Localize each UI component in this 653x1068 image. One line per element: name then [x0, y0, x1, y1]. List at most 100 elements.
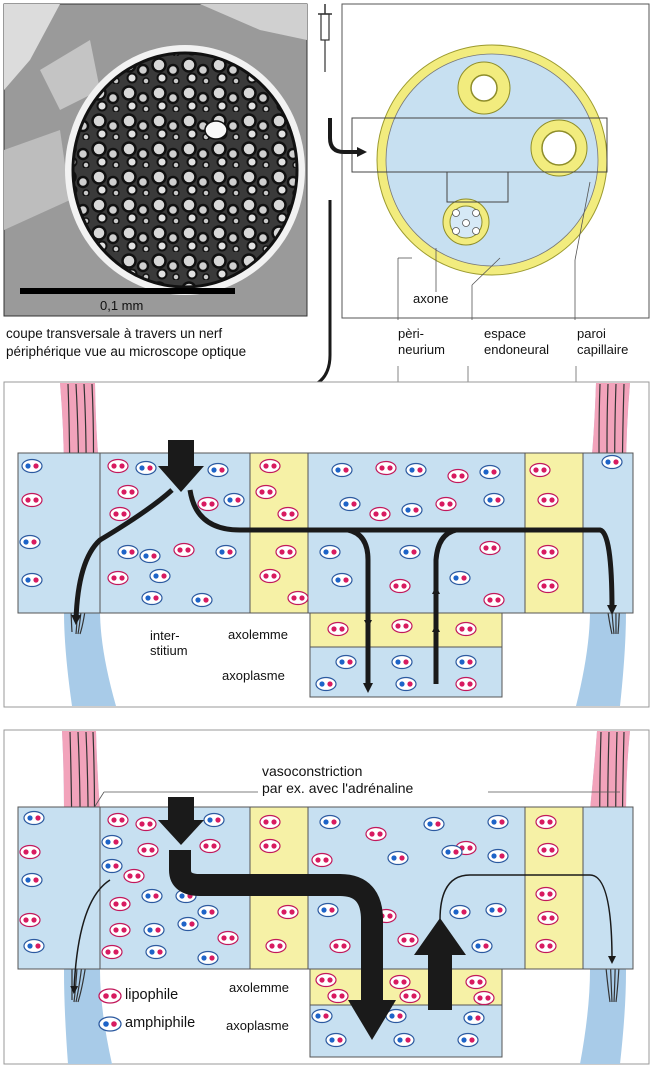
- amphiphile-molecule: [450, 572, 470, 585]
- lipophile-molecule: [376, 462, 396, 475]
- axoplasme-label-1: axoplasme: [222, 668, 285, 683]
- lipophile-molecule: [200, 840, 220, 853]
- amphiphile-molecule: [146, 946, 166, 959]
- amphiphile-molecule: [22, 874, 42, 887]
- amphiphile-molecule: [488, 816, 508, 829]
- amphiphile-molecule: [144, 924, 164, 937]
- paroi-label-1: paroi: [577, 326, 606, 341]
- lipophile-molecule: [392, 620, 412, 633]
- amphiphile-molecule: [472, 940, 492, 953]
- lipophile-molecule: [174, 544, 194, 557]
- amphiphile-molecule: [336, 656, 356, 669]
- amphiphile-molecule: [484, 494, 504, 507]
- lipophile-molecule: [390, 580, 410, 593]
- amphiphile-molecule: [312, 1010, 332, 1023]
- amphiphile-molecule: [22, 460, 42, 473]
- lipophile-molecule: [260, 840, 280, 853]
- lipophile-molecule: [456, 678, 476, 691]
- lipophile-molecule: [22, 494, 42, 507]
- amphiphile-molecule: [332, 464, 352, 477]
- syringe-icon: [318, 4, 332, 72]
- amphiphile-molecule: [140, 550, 160, 563]
- lipophile-molecule: [480, 542, 500, 555]
- scale-bar: [20, 288, 235, 294]
- lipophile-molecule: [110, 924, 130, 937]
- lipophile-molecule: [328, 990, 348, 1003]
- amphiphile-molecule: [118, 546, 138, 559]
- amphiphile-molecule: [400, 546, 420, 559]
- lipophile-molecule: [370, 508, 390, 521]
- amphiphile-molecule: [102, 836, 122, 849]
- lipophile-molecule: [330, 940, 350, 953]
- lipophile-molecule: [538, 580, 558, 593]
- lipophile-molecule: [538, 546, 558, 559]
- lipophile-molecule: [110, 508, 130, 521]
- amphiphile-molecule: [150, 570, 170, 583]
- lipophile-molecule: [316, 974, 336, 987]
- vasoconstriction-label-2: par ex. avec l'adrénaline: [262, 781, 413, 796]
- lipophile-molecule: [288, 592, 308, 605]
- amphiphile-molecule: [320, 546, 340, 559]
- amphiphile-molecule: [332, 574, 352, 587]
- panel-1: [4, 382, 649, 707]
- amphiphile-icon: [99, 1017, 121, 1031]
- amphiphile-molecule: [216, 546, 236, 559]
- lipophile-molecule: [538, 844, 558, 857]
- lipophile-molecule: [108, 572, 128, 585]
- lipophile-molecule: [108, 460, 128, 473]
- amphiphile-molecule: [464, 1012, 484, 1025]
- interstitium-label-1: inter-: [150, 628, 180, 643]
- lipophile-molecule: [260, 570, 280, 583]
- vasoconstriction-label-1: vasoconstriction: [262, 764, 362, 779]
- amphiphile-molecule: [198, 906, 218, 919]
- amphiphile-molecule: [458, 1034, 478, 1047]
- lipophile-molecule: [266, 940, 286, 953]
- perineurium-label-2: neurium: [398, 342, 445, 357]
- lipophile-molecule: [328, 623, 348, 636]
- amphiphile-molecule: [22, 574, 42, 587]
- amphiphile-molecule: [488, 850, 508, 863]
- axoplasme-label-2: axoplasme: [226, 1018, 289, 1033]
- lipophile-molecule: [278, 906, 298, 919]
- capillary-1: [458, 62, 510, 114]
- lipophile-molecule: [398, 934, 418, 947]
- espace-label-2: endoneural: [484, 342, 549, 357]
- schema: [342, 4, 649, 320]
- scale-bar-label: 0,1 mm: [100, 298, 143, 313]
- lipophile-molecule: [102, 946, 122, 959]
- amphiphile-molecule: [396, 678, 416, 691]
- lipophile-molecule: [530, 464, 550, 477]
- lipophile-molecule: [538, 494, 558, 507]
- lipophile-icon: [99, 989, 121, 1003]
- lipophile-molecule: [138, 844, 158, 857]
- amphiphile-molecule: [316, 678, 336, 691]
- lipophile-molecule: [198, 498, 218, 511]
- lipophile-molecule: [256, 486, 276, 499]
- caption-line1: coupe transversale à travers un nerf: [6, 326, 222, 341]
- amphiphile-molecule: [136, 462, 156, 475]
- lipophile-molecule: [136, 818, 156, 831]
- amphiphile-molecule: [24, 812, 44, 825]
- perineurium-label-1: pèri-: [398, 326, 424, 341]
- lipophile-molecule: [108, 814, 128, 827]
- perineurium-compartment: [250, 453, 308, 613]
- axone-label: axone: [413, 291, 448, 306]
- lipophile-molecule: [390, 976, 410, 989]
- lipophile-molecule: [474, 992, 494, 1005]
- amphiphile-molecule: [142, 890, 162, 903]
- lipophile-molecule: [536, 888, 556, 901]
- lipophile-molecule: [110, 898, 130, 911]
- amphiphile-molecule: [394, 1034, 414, 1047]
- amphiphile-molecule: [142, 592, 162, 605]
- amphiphile-molecule: [24, 940, 44, 953]
- caption-line2: périphérique vue au microscope optique: [6, 344, 246, 359]
- amphiphile-molecule: [224, 494, 244, 507]
- amphiphile-molecule: [340, 498, 360, 511]
- interstitium-label-2: stitium: [150, 643, 188, 658]
- micrograph: [4, 4, 307, 316]
- lipophile-molecule: [276, 546, 296, 559]
- amphiphile-molecule: [406, 464, 426, 477]
- lipophile-molecule: [124, 870, 144, 883]
- amphiphile-molecule: [442, 846, 462, 859]
- espace-label-1: espace: [484, 326, 526, 341]
